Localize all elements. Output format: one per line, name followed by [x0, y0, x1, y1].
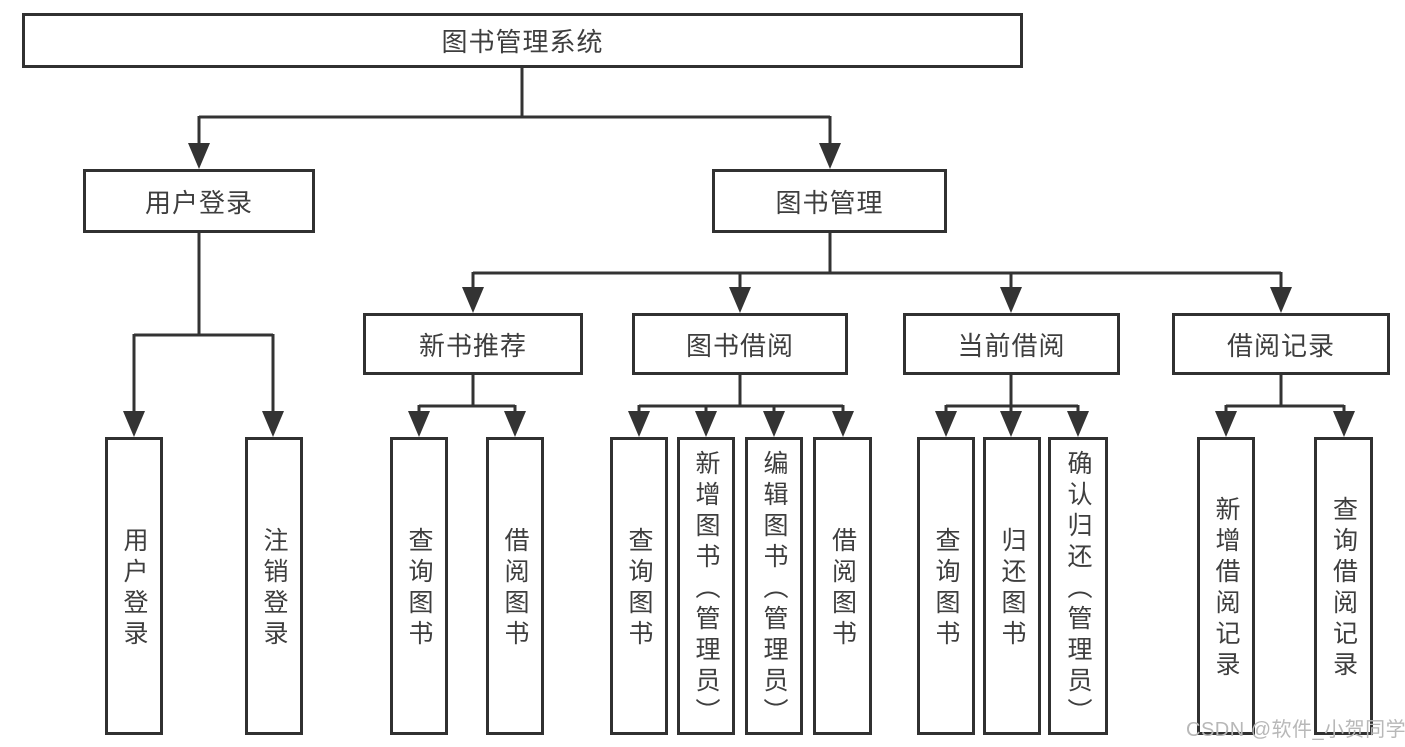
arrowhead	[262, 411, 284, 437]
arrowhead	[1333, 411, 1355, 437]
arrowhead	[1270, 287, 1292, 313]
arrowhead	[763, 411, 785, 437]
arrowhead	[123, 411, 145, 437]
csdn-watermark: CSDN @软件_小贺同学	[1186, 719, 1405, 741]
node-label: 查询图书	[405, 527, 433, 651]
node-label: 注销登录	[260, 527, 288, 651]
node-confirm-return-admin: 确认归还（管理员）	[1048, 437, 1108, 735]
arrowhead	[408, 411, 430, 437]
node-label: 用户登录	[120, 527, 148, 651]
arrowhead	[1000, 287, 1022, 313]
node-query-borrow-record: 查询借阅记录	[1314, 437, 1373, 735]
node-label: 归还图书	[998, 527, 1026, 651]
node-borrow-books: 借阅图书	[486, 437, 544, 735]
arrowheads	[123, 143, 1355, 437]
node-label: 图书管理系统	[441, 27, 604, 57]
node-book-borrowing: 图书借阅	[632, 313, 848, 375]
arrowhead	[1000, 411, 1022, 437]
node-label: 用户登录	[144, 187, 253, 218]
node-return-books: 归还图书	[983, 437, 1041, 735]
arrowhead	[729, 287, 751, 313]
node-edit-books-admin: 编辑图书（管理员）	[745, 437, 803, 735]
node-label: 当前借阅	[957, 330, 1066, 361]
arrowhead	[819, 143, 841, 169]
arrowhead	[462, 287, 484, 313]
node-borrowing-records: 借阅记录	[1172, 313, 1390, 375]
node-label: 查询借阅记录	[1329, 496, 1358, 682]
node-query-books: 查询图书	[610, 437, 668, 735]
node-new-book-recommendation: 新书推荐	[363, 313, 583, 375]
node-label: 新书推荐	[418, 330, 527, 361]
arrowhead	[1067, 411, 1089, 437]
node-label: 新增借阅记录	[1212, 496, 1240, 682]
node-label: 编辑图书（管理员）	[760, 449, 788, 729]
node-user-login: 用户登录	[83, 169, 315, 233]
node-query-books: 查询图书	[390, 437, 448, 735]
arrowhead	[935, 411, 957, 437]
node-label: 新增图书（管理员）	[692, 449, 720, 729]
node-label: 借阅图书	[501, 527, 529, 651]
node-query-books: 查询图书	[917, 437, 975, 735]
node-label: 借阅记录	[1226, 330, 1335, 361]
node-label: 查询图书	[932, 527, 960, 651]
node-label: 图书借阅	[685, 330, 794, 361]
node-user-login-leaf: 用户登录	[105, 437, 163, 735]
node-borrow-books: 借阅图书	[813, 437, 872, 735]
node-label: 借阅图书	[828, 527, 857, 651]
node-label: 查询图书	[625, 527, 653, 651]
node-logout: 注销登录	[245, 437, 303, 735]
arrowhead	[628, 411, 650, 437]
node-book-management: 图书管理	[712, 169, 947, 233]
arrowhead	[1215, 411, 1237, 437]
node-label: 确认归还（管理员）	[1064, 449, 1092, 729]
node-library-management-system: 图书管理系统	[22, 13, 1023, 68]
arrowhead	[832, 411, 854, 437]
arrowhead	[504, 411, 526, 437]
node-label: 图书管理	[775, 187, 884, 218]
node-current-borrowing: 当前借阅	[903, 313, 1120, 375]
arrowhead	[695, 411, 717, 437]
connector-edges	[132, 67, 1346, 414]
arrowhead	[188, 143, 210, 169]
node-add-books-admin: 新增图书（管理员）	[677, 437, 735, 735]
node-add-borrow-record: 新增借阅记录	[1197, 437, 1255, 735]
